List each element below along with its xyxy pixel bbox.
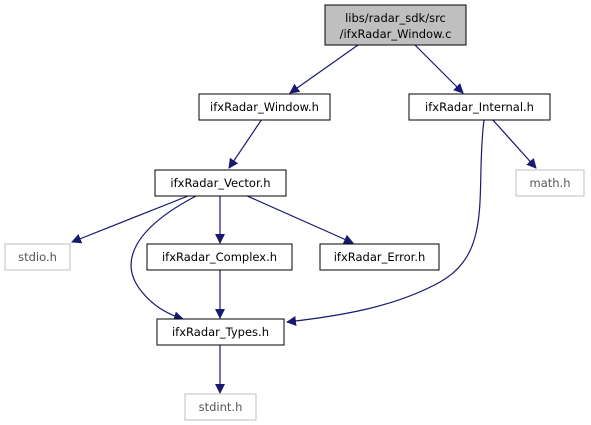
node-stdint-h[interactable]: stdint.h [184, 393, 257, 421]
node-stdint-h-label: stdint.h [199, 400, 243, 414]
node-types-h-label: ifxRadar_Types.h [172, 325, 269, 339]
node-math-h-label: math.h [530, 176, 571, 190]
edge-window-h-to-vector-h [228, 118, 263, 169]
node-root-line-2: /ifxRadar_Window.c [340, 27, 452, 41]
edge-root-to-internal-h [414, 44, 464, 94]
node-error-h-label: ifxRadar_Error.h [334, 250, 426, 264]
edge-internal-h-to-math-h [491, 118, 537, 169]
node-window-h[interactable]: ifxRadar_Window.h [198, 93, 331, 121]
node-window-h-label: ifxRadar_Window.h [210, 100, 319, 114]
node-root-line-1: libs/radar_sdk/src [345, 11, 446, 25]
node-stdio-h-label: stdio.h [18, 250, 57, 264]
node-complex-h-label: ifxRadar_Complex.h [162, 250, 277, 264]
edge-vector-h-to-types-h [130, 195, 197, 322]
node-vector-h-label: ifxRadar_Vector.h [170, 176, 270, 190]
node-stdio-h[interactable]: stdio.h [4, 243, 71, 271]
node-complex-h[interactable]: ifxRadar_Complex.h [146, 243, 293, 271]
node-internal-h[interactable]: ifxRadar_Internal.h [408, 93, 551, 121]
node-vector-h[interactable]: ifxRadar_Vector.h [154, 169, 287, 197]
node-error-h[interactable]: ifxRadar_Error.h [319, 243, 440, 271]
node-types-h[interactable]: ifxRadar_Types.h [156, 318, 285, 346]
edge-vector-h-to-error-h [244, 194, 354, 244]
node-math-h[interactable]: math.h [515, 169, 585, 197]
edge-internal-h-to-types-h [286, 119, 485, 326]
node-root-file[interactable]: libs/radar_sdk/src /ifxRadar_Window.c [324, 4, 467, 46]
edge-vector-h-to-stdio-h [71, 195, 189, 244]
node-internal-h-label: ifxRadar_Internal.h [425, 100, 534, 114]
edge-root-to-window-h [289, 44, 359, 94]
